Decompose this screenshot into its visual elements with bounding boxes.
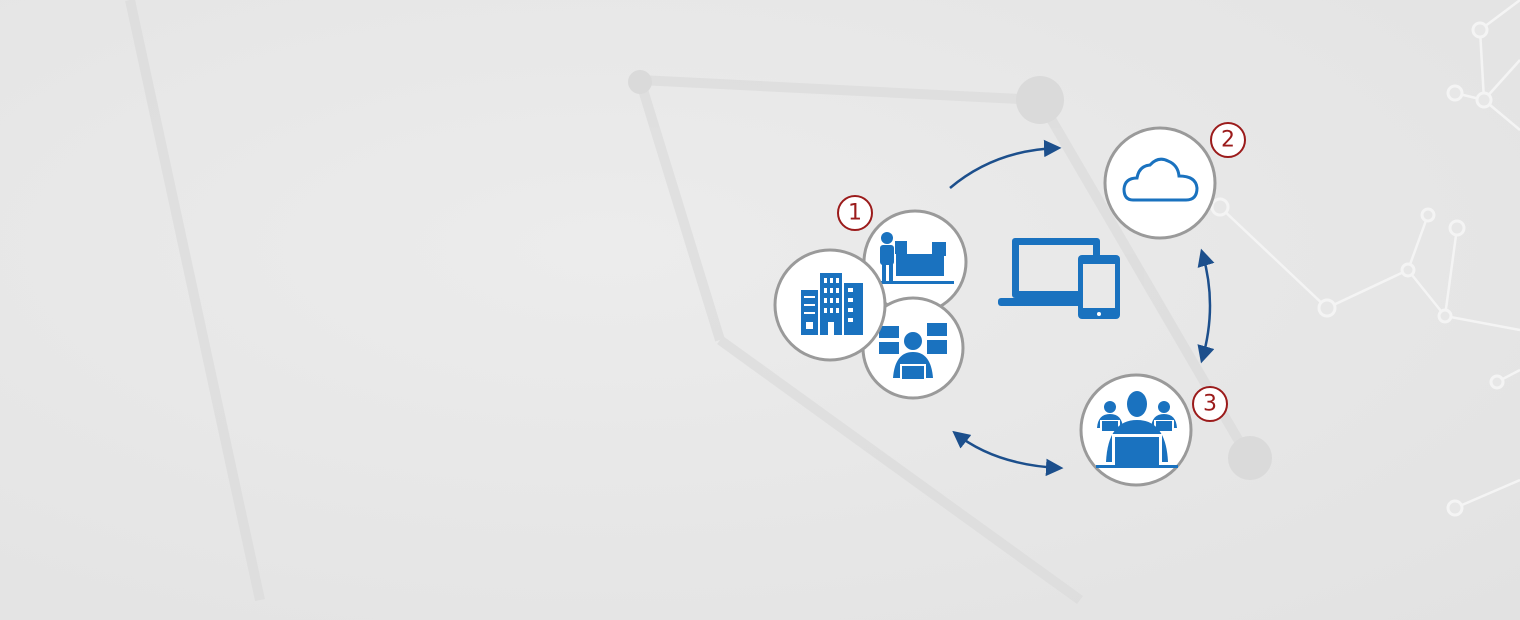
cloud-icon: [1122, 157, 1199, 202]
step-1-building-circle: [773, 248, 887, 362]
step-1-operator-circle: [861, 296, 965, 400]
background-circles: [628, 70, 1272, 480]
step-3-team-circle: [1079, 373, 1193, 487]
step-3-badge: 3: [1192, 386, 1228, 422]
arrow-3-to-1: [952, 430, 1064, 477]
step-2-badge: 2: [1210, 122, 1246, 158]
step-1-factory-circle: [862, 209, 968, 315]
building-icon: [801, 273, 863, 335]
step-1-number: 1: [848, 201, 862, 226]
background-network-nodes: [1210, 0, 1520, 517]
step-2-cloud-circle: [1103, 126, 1217, 240]
arrow-1-to-2: [949, 139, 1062, 189]
factory-worker-icon: [878, 232, 954, 284]
operator-dashboard-icon: [879, 323, 947, 380]
step-2-number: 2: [1221, 128, 1235, 153]
step-1-badge: 1: [837, 195, 873, 231]
step-3-number: 3: [1203, 392, 1217, 417]
background-network: [125, 0, 1255, 605]
laptop-and-phone-icon: [998, 238, 1120, 319]
arrow-2-to-3: [1197, 248, 1215, 364]
team-laptops-icon: [1096, 391, 1178, 468]
